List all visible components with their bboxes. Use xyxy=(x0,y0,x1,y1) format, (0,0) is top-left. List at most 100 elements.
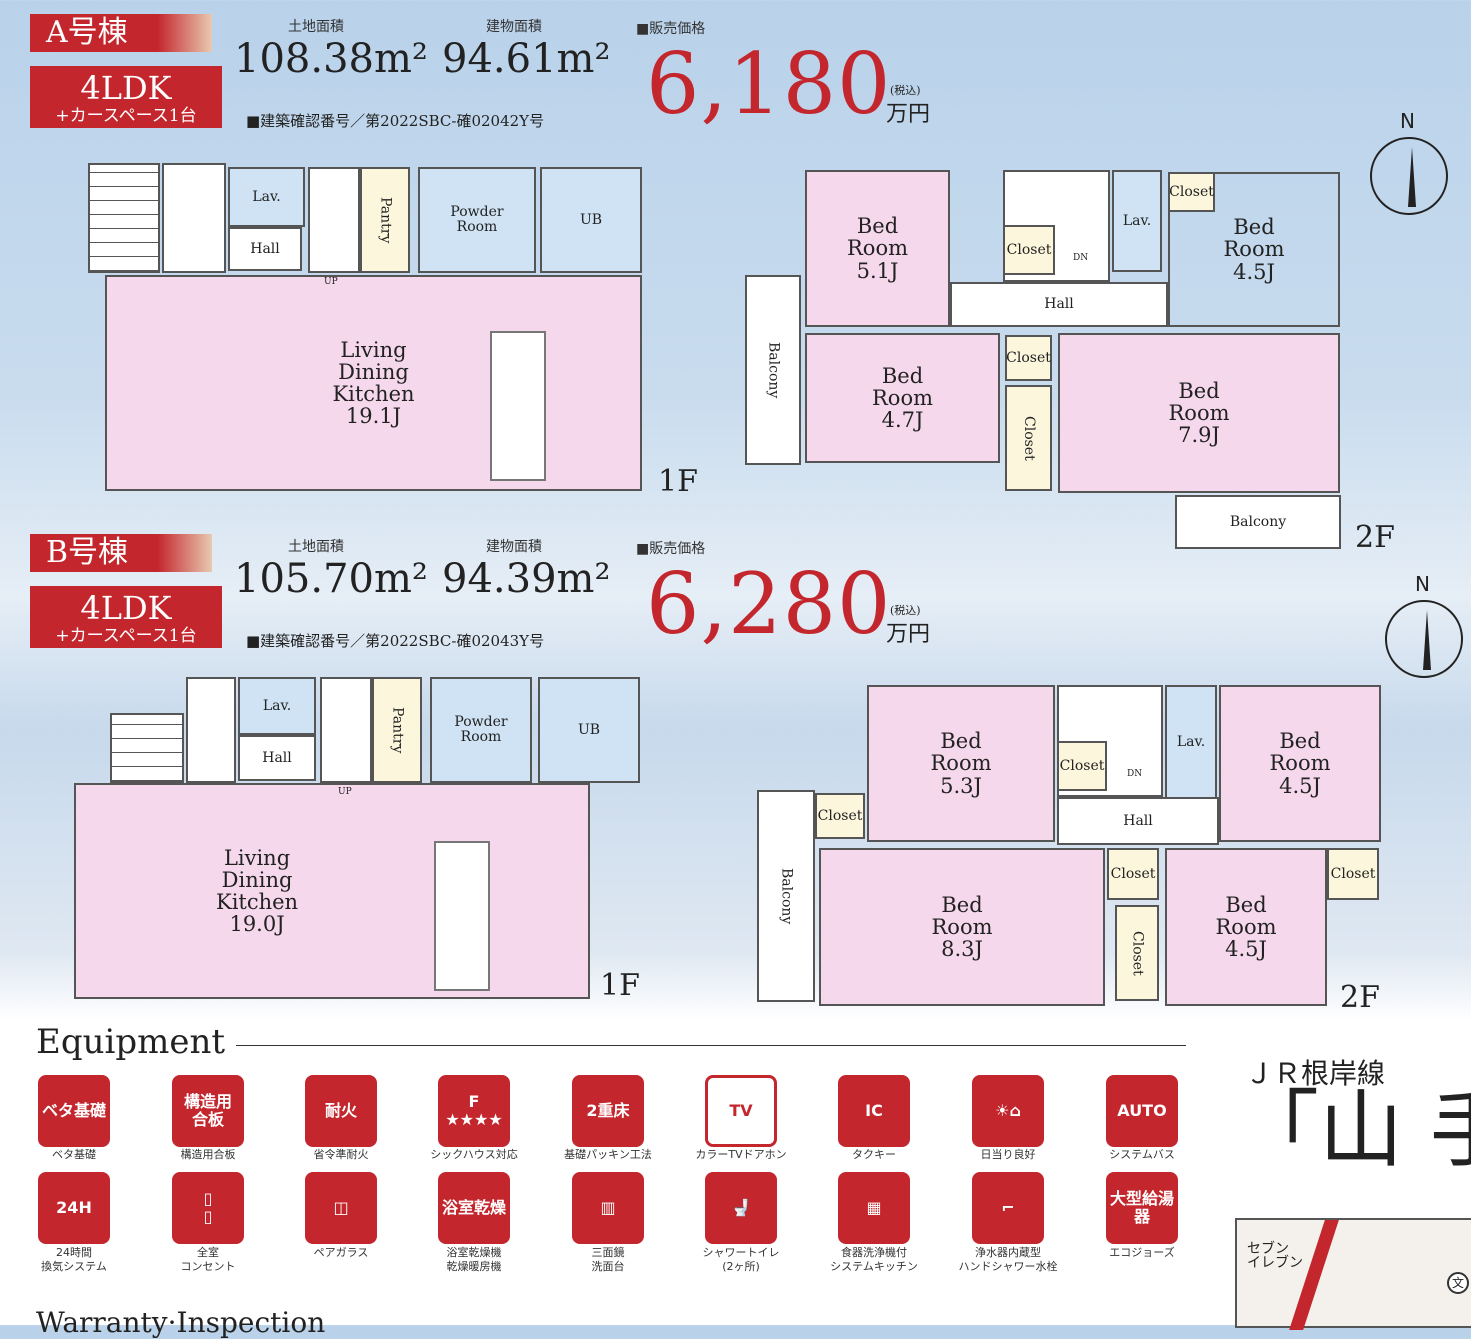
closet: Closet xyxy=(1168,172,1215,212)
pantry: Pantry xyxy=(372,677,422,783)
building-b-tag: B号棟 xyxy=(30,534,212,572)
equipment-label: ペアガラス xyxy=(313,1246,369,1259)
land-area: 105.70m² xyxy=(234,556,428,602)
living-dining-kitchen: Living Dining Kitchen 19.0J xyxy=(74,783,590,999)
kitchen-counter xyxy=(490,331,546,481)
stairs xyxy=(320,677,372,783)
land-area: 108.38m² xyxy=(234,36,428,82)
equipment-label: 浄水器内蔵型 ハンドシャワー水栓 xyxy=(958,1246,1058,1274)
parking-label: +カースペース1台 xyxy=(55,626,197,646)
bedroom-4-5: Bed Room 4.5J xyxy=(1168,172,1340,327)
balcony: Balcony xyxy=(745,275,801,465)
floorplan-a-1f: Lav. Hall Pantry Powder Room UB Living D… xyxy=(88,163,646,493)
window-icon: ◫ xyxy=(305,1172,377,1244)
powder-room: Powder Room xyxy=(430,677,532,783)
price-unit: 万円 xyxy=(886,622,931,647)
bedroom-5-1: Bed Room 5.1J xyxy=(805,170,950,327)
layout-label: 4LDK xyxy=(80,69,172,107)
lavatory: Lav. xyxy=(238,677,316,735)
land-area-label: 土地面積 xyxy=(288,539,344,555)
dryer-icon: 浴室乾燥 xyxy=(438,1172,510,1244)
floor-label-2f: 2F xyxy=(1355,520,1395,555)
equipment-label: 全室 コンセント xyxy=(180,1246,236,1274)
compass-icon: N xyxy=(1385,572,1463,678)
plywood-icon: 構造用 合板 xyxy=(172,1075,244,1147)
closet: Closet xyxy=(1107,848,1159,900)
up-label: UP xyxy=(338,787,352,797)
faucet-icon: ⌐ xyxy=(972,1172,1044,1244)
floor-label-1f: 1F xyxy=(600,968,640,1003)
floorplan-b-1f: Lav. Hall Pantry Powder Room UB Living D… xyxy=(72,673,642,1001)
building-area: 94.61m² xyxy=(442,36,611,82)
land-area-label: 土地面積 xyxy=(288,19,344,35)
bedroom-5-3: Bed Room 5.3J xyxy=(867,685,1055,842)
equipment-label: 省令準耐火 xyxy=(313,1148,369,1161)
lavatory: Lav. xyxy=(1112,170,1162,272)
price: 6,280 xyxy=(646,555,892,653)
unit-bath: UB xyxy=(538,677,640,783)
intercom-icon: TV xyxy=(705,1075,777,1147)
hall: Hall xyxy=(238,735,316,781)
building-area-label: 建物面積 xyxy=(486,19,542,35)
balcony: Balcony xyxy=(1175,495,1341,549)
building-area: 94.39m² xyxy=(442,556,611,602)
entrance xyxy=(88,163,160,273)
building-area-label: 建物面積 xyxy=(486,539,542,555)
parking-label: +カースペース1台 xyxy=(55,106,197,126)
entrance xyxy=(110,713,184,783)
price-unit: 万円 xyxy=(886,102,931,127)
bedroom-4-5b: Bed Room 4.5J xyxy=(1165,848,1327,1006)
stairs xyxy=(308,167,360,273)
building-b-layout: 4LDK +カースペース1台 xyxy=(30,586,222,648)
area-map: セブン イレブン 文 xyxy=(1235,1218,1471,1330)
lavatory: Lav. xyxy=(228,167,305,227)
grid-icon: ベタ基礎 xyxy=(38,1075,110,1147)
closet: Closet xyxy=(1115,905,1159,1001)
living-dining-kitchen: Living Dining Kitchen 19.1J xyxy=(105,275,642,491)
closet: Closet xyxy=(1057,741,1107,791)
equipment-label: 構造用合板 xyxy=(180,1148,236,1161)
key-icon: IC xyxy=(838,1075,910,1147)
lavatory: Lav. xyxy=(1165,685,1217,799)
station-line: ＪＲ根岸線 xyxy=(1245,1057,1386,1090)
north-label: N xyxy=(1415,572,1430,596)
shoe-closet xyxy=(162,163,226,273)
hall: Hall xyxy=(950,282,1168,327)
unit-bath: UB xyxy=(540,167,642,273)
equipment-label: 基礎パッキン工法 xyxy=(564,1148,652,1161)
hall: Hall xyxy=(1057,797,1219,845)
closet: Closet xyxy=(1005,385,1052,491)
shoe-closet xyxy=(186,677,236,783)
kitchen-counter xyxy=(434,841,490,991)
ventilation-icon: 24H xyxy=(38,1172,110,1244)
certification-number: ■建築確認番号／第2022SBC-確02042Y号 xyxy=(246,112,545,130)
floorplan-a-2f: Bed Room 5.1J Closet DN Lav. Closet Bed … xyxy=(745,165,1345,550)
outlet-icon: ▯ ▯ xyxy=(172,1172,244,1244)
toilet-icon: 🚽 xyxy=(705,1172,777,1244)
equipment-label: 食器洗浄機付 システムキッチン xyxy=(830,1246,918,1274)
floorplan-b-2f: Bed Room 5.3J Closet Closet DN Lav. Bed … xyxy=(757,683,1387,1011)
divider xyxy=(236,1045,1186,1046)
rail-line xyxy=(1289,1220,1339,1330)
f-star-icon: F ★★★★ xyxy=(438,1075,510,1147)
equipment-label: エコジョーズ xyxy=(1109,1246,1175,1259)
bath-icon: AUTO xyxy=(1106,1075,1178,1147)
building-a-tag: A号棟 xyxy=(30,14,212,52)
north-label: N xyxy=(1400,109,1415,133)
equipment-label: 日当り良好 xyxy=(980,1148,1036,1161)
dn-label: DN xyxy=(1073,253,1089,263)
pantry: Pantry xyxy=(360,167,410,273)
price: 6,180 xyxy=(646,35,892,133)
price-label: ■販売価格 xyxy=(636,541,706,557)
equipment-label: シックハウス対応 xyxy=(430,1148,518,1161)
certification-number: ■建築確認番号／第2022SBC-確02043Y号 xyxy=(246,632,545,650)
tax-note: (税込) xyxy=(890,604,921,617)
compass-icon: N xyxy=(1370,109,1448,215)
up-label: UP xyxy=(324,277,338,287)
closet: Closet xyxy=(1003,225,1055,275)
sun-house-icon: ☀⌂ xyxy=(972,1075,1044,1147)
equipment-title: Equipment xyxy=(36,1022,226,1062)
bedroom-7-9: Bed Room 7.9J xyxy=(1058,333,1340,493)
equipment-label: シャワートイレ (2ヶ所) xyxy=(702,1246,780,1274)
tax-note: (税込) xyxy=(890,84,921,97)
